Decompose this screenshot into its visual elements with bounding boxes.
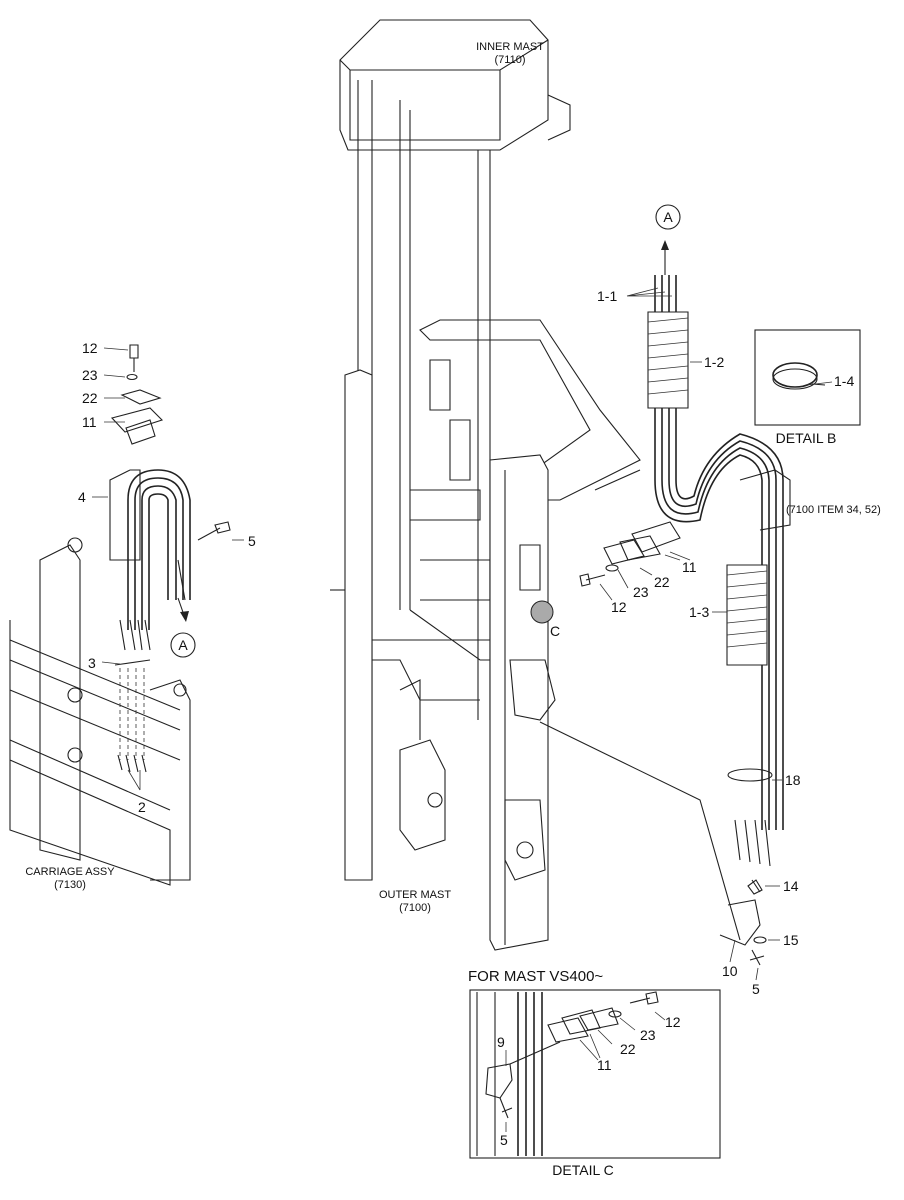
detail-b-box [754, 329, 861, 426]
text-labels: INNER MAST (7110) OUTER MAST (7100) CARR… [25, 41, 880, 1178]
callout-right-12: 12 [611, 599, 627, 615]
carriage-assy-label: CARRIAGE ASSY [25, 866, 115, 878]
ref-a-left: A [178, 637, 188, 653]
carriage-assembly [9, 344, 231, 886]
callout-c-5: 5 [500, 1132, 508, 1148]
callout-right-23: 23 [633, 584, 649, 600]
callout-left-5: 5 [248, 533, 256, 549]
outer-mast-code: (7100) [399, 902, 431, 914]
callout-left-23: 23 [82, 367, 98, 383]
outer-mast [330, 369, 556, 951]
callout-right-15: 15 [783, 932, 799, 948]
callout-c-12: 12 [665, 1014, 681, 1030]
callout-right-10: 10 [722, 963, 738, 979]
callout-left-3: 3 [88, 655, 96, 671]
ref-7100-items: (7100 ITEM 34, 52) [786, 504, 881, 516]
callout-right-5: 5 [752, 981, 760, 997]
callout-left-12: 12 [82, 340, 98, 356]
callout-right-22: 22 [654, 574, 670, 590]
callout-right-1-2: 1-2 [704, 354, 724, 370]
callout-right-11: 11 [682, 559, 697, 575]
callout-c-23: 23 [640, 1027, 656, 1043]
carriage-code: (7130) [54, 879, 86, 891]
callout-right-1-1: 1-1 [597, 288, 617, 304]
callout-c-22: 22 [620, 1041, 636, 1057]
detail-c-label: DETAIL C [552, 1162, 613, 1178]
ref-a-top-circle [655, 204, 681, 230]
detail-b-label: DETAIL B [776, 430, 837, 446]
inner-mast-code: (7110) [495, 54, 526, 66]
callout-left-4: 4 [78, 489, 86, 505]
callout-c-11: 11 [597, 1057, 612, 1073]
callout-right-14: 14 [783, 878, 799, 894]
inner-mast [339, 19, 641, 880]
reference-a-arrows [170, 204, 681, 658]
callout-right-1-4: 1-4 [834, 373, 854, 389]
ref-a-top: A [663, 209, 673, 225]
hose-routing-right [539, 275, 791, 966]
callout-right-18: 18 [785, 772, 801, 788]
inner-mast-label: INNER MAST [476, 41, 544, 53]
callout-left-11: 11 [82, 414, 97, 430]
ref-a-left-circle [170, 632, 196, 658]
detail-c-marker [530, 600, 554, 624]
callout-left-2: 2 [138, 799, 146, 815]
callout-left-22: 22 [82, 390, 98, 406]
outer-mast-label: OUTER MAST [379, 889, 451, 901]
callout-c-9: 9 [497, 1034, 505, 1050]
ref-c: C [550, 623, 560, 639]
callout-leaders [92, 287, 833, 1132]
callout-right-1-3: 1-3 [689, 604, 709, 620]
for-mast-label: FOR MAST VS400~ [468, 968, 603, 985]
